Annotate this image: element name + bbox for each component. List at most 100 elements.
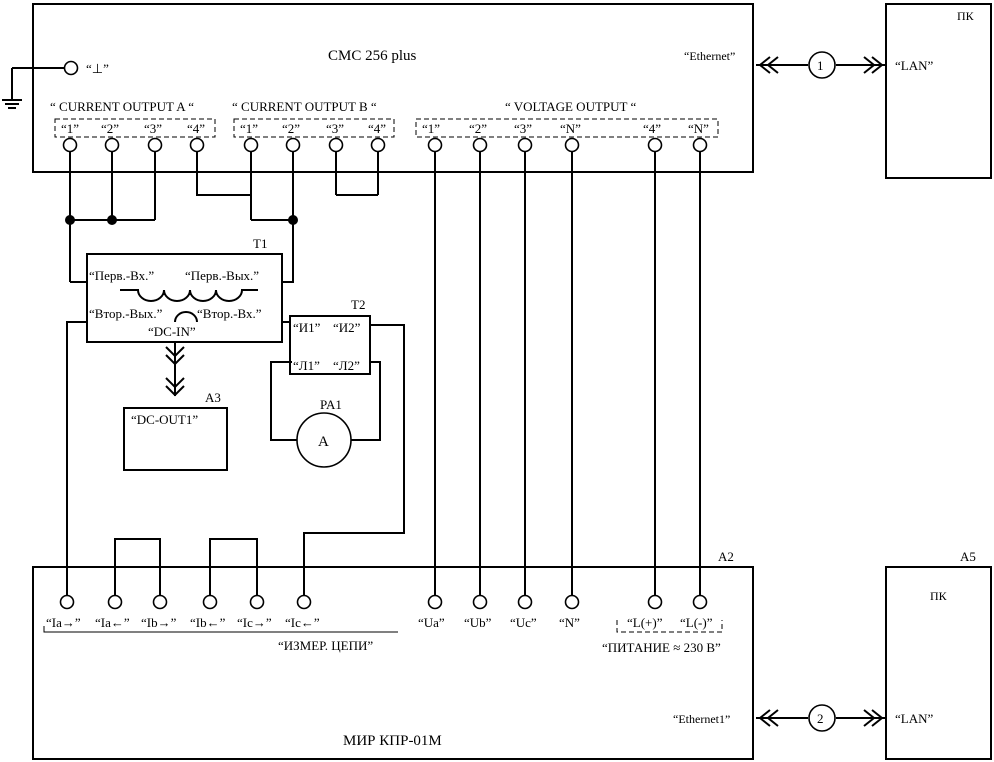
a3-dc-out-label: “DC-OUT1” (131, 412, 198, 427)
terminal (517, 137, 533, 153)
cmc-b-term-label: “4” (368, 121, 386, 136)
pc-bottom-title: ПК (930, 589, 948, 603)
t2-ref: T2 (351, 297, 365, 312)
device-a3: A3 “DC-OUT1” (123, 390, 228, 471)
terminal (427, 137, 443, 153)
power-label: “ПИТАНИЕ ≈ 230 В” (602, 640, 721, 655)
terminal (692, 594, 708, 610)
cmc-a-term-label: “3” (144, 121, 162, 136)
a2-title: МИР КПР-01М (343, 733, 442, 749)
wiring (65, 152, 701, 595)
cmc-v-term-label: “3” (514, 121, 532, 136)
meas-circuits-label: “ИЗМЕР. ЦЕПИ” (278, 638, 373, 653)
terminal (472, 594, 488, 610)
pc-top-title: ПК (957, 9, 975, 23)
a2-term-label: “Ia→” (46, 615, 81, 630)
cmc-block: CMC 256 plus “Ethernet” “⊥” “ CURRENT OU… (2, 3, 754, 173)
a2-term-label: “L(+)” (627, 615, 663, 630)
a2-term-label: “Ib←” (190, 615, 226, 630)
pa1-ref: PA1 (320, 397, 342, 412)
cmc-b-term-label: “2” (282, 121, 300, 136)
ethernet-link-2: 2 (756, 704, 886, 732)
current-output-b-label: “ CURRENT OUTPUT B “ (232, 99, 377, 114)
t1-primary-in-label: “Перв.-Вх.” (89, 268, 154, 283)
terminal (370, 137, 386, 153)
t2-l1-label: “Л1” (293, 358, 320, 373)
pc-top-lan-label: “LAN” (895, 58, 933, 73)
cmc-title: CMC 256 plus (328, 48, 417, 64)
a2-term-label: “Ic→” (237, 615, 272, 630)
ground-symbol (2, 60, 79, 109)
current-output-a-label: “ CURRENT OUTPUT A “ (50, 99, 194, 114)
cmc-v-term-label: “4” (643, 121, 661, 136)
t2-i1-label: “И1” (293, 320, 321, 335)
terminal (249, 594, 265, 610)
cmc-v-term-label: “N” (688, 121, 709, 136)
ground-terminal-label: “⊥” (86, 61, 109, 76)
cmc-a-term-label: “4” (187, 121, 205, 136)
terminal (692, 137, 708, 153)
a2-term-label: “N” (559, 615, 580, 630)
a2-term-label: “Uc” (510, 615, 537, 630)
voltage-output-label: “ VOLTAGE OUTPUT “ (505, 99, 636, 114)
cmc-a-term-label: “1” (61, 121, 79, 136)
t1-dc-in-label: “DC-IN” (148, 324, 196, 339)
t1-secondary-out-label: “Втор.-Вых.” (89, 306, 163, 321)
pc-bottom-block: A5 ПК “LAN” (885, 549, 992, 760)
link-2-number: 2 (817, 711, 824, 726)
cmc-b-term-label: “1” (240, 121, 258, 136)
t1-primary-out-label: “Перв.-Вых.” (185, 268, 259, 283)
terminal (647, 594, 663, 610)
meas-bracket (43, 626, 398, 633)
a2-term-label: “Ia←” (95, 615, 130, 630)
terminal (243, 137, 259, 153)
terminal (472, 137, 488, 153)
t1-ref: T1 (253, 236, 267, 251)
a3-ref: A3 (205, 390, 221, 405)
terminal (59, 594, 75, 610)
a2-term-label: “Ic←” (285, 615, 320, 630)
terminal (647, 137, 663, 153)
cmc-v-term-label: “1” (422, 121, 440, 136)
link-1-number: 1 (817, 58, 824, 73)
power-bracket (616, 620, 723, 633)
terminal (427, 594, 443, 610)
terminal (517, 594, 533, 610)
cmc-v-term-label: “2” (469, 121, 487, 136)
terminal (285, 137, 301, 153)
pc-bottom-lan-label: “LAN” (895, 711, 933, 726)
t1-secondary-coil (174, 311, 198, 323)
cmc-ethernet-label: “Ethernet” (684, 49, 735, 63)
cmc-a-term-label: “2” (101, 121, 119, 136)
transformer-t1: T1 “Перв.-Вх.” “Перв.-Вых.” “Втор.-Вых.”… (86, 236, 283, 397)
terminal (296, 594, 312, 610)
ethernet-link-1: 1 (756, 51, 886, 79)
current-output-a-group (54, 118, 216, 138)
a2-term-label: “L(-)” (680, 615, 713, 630)
terminal (564, 594, 580, 610)
ammeter-pa1: PA1 A (296, 397, 352, 468)
transformer-t2: T2 “И1” “И2” “Л1” “Л2” (289, 297, 371, 375)
a2-ethernet-label: “Ethernet1” (673, 712, 730, 726)
t2-l2-label: “Л2” (333, 358, 360, 373)
terminal (152, 594, 168, 610)
ammeter-symbol: A (318, 434, 329, 450)
pc-top-block: ПК “LAN” (885, 3, 992, 179)
cmc-b-term-label: “3” (326, 121, 344, 136)
a2-term-label: “Ib→” (141, 615, 177, 630)
device-a2: A2 МИР КПР-01М “Ethernet1” “Ia→” “Ia←” “… (32, 549, 754, 760)
pc-bottom-ref: A5 (960, 549, 976, 564)
terminal (104, 137, 120, 153)
cmc-terminals (62, 137, 708, 153)
a2-term-label: “Ub” (464, 615, 492, 630)
terminal (564, 137, 580, 153)
terminal (189, 137, 205, 153)
a2-ref: A2 (718, 549, 734, 564)
t1-secondary-in-label: “Втор.-Вх.” (197, 306, 262, 321)
t1-primary-coil (120, 289, 258, 302)
t2-i2-label: “И2” (333, 320, 361, 335)
a2-term-label: “Ua” (418, 615, 445, 630)
terminal (328, 137, 344, 153)
cmc-v-term-label: “N” (560, 121, 581, 136)
